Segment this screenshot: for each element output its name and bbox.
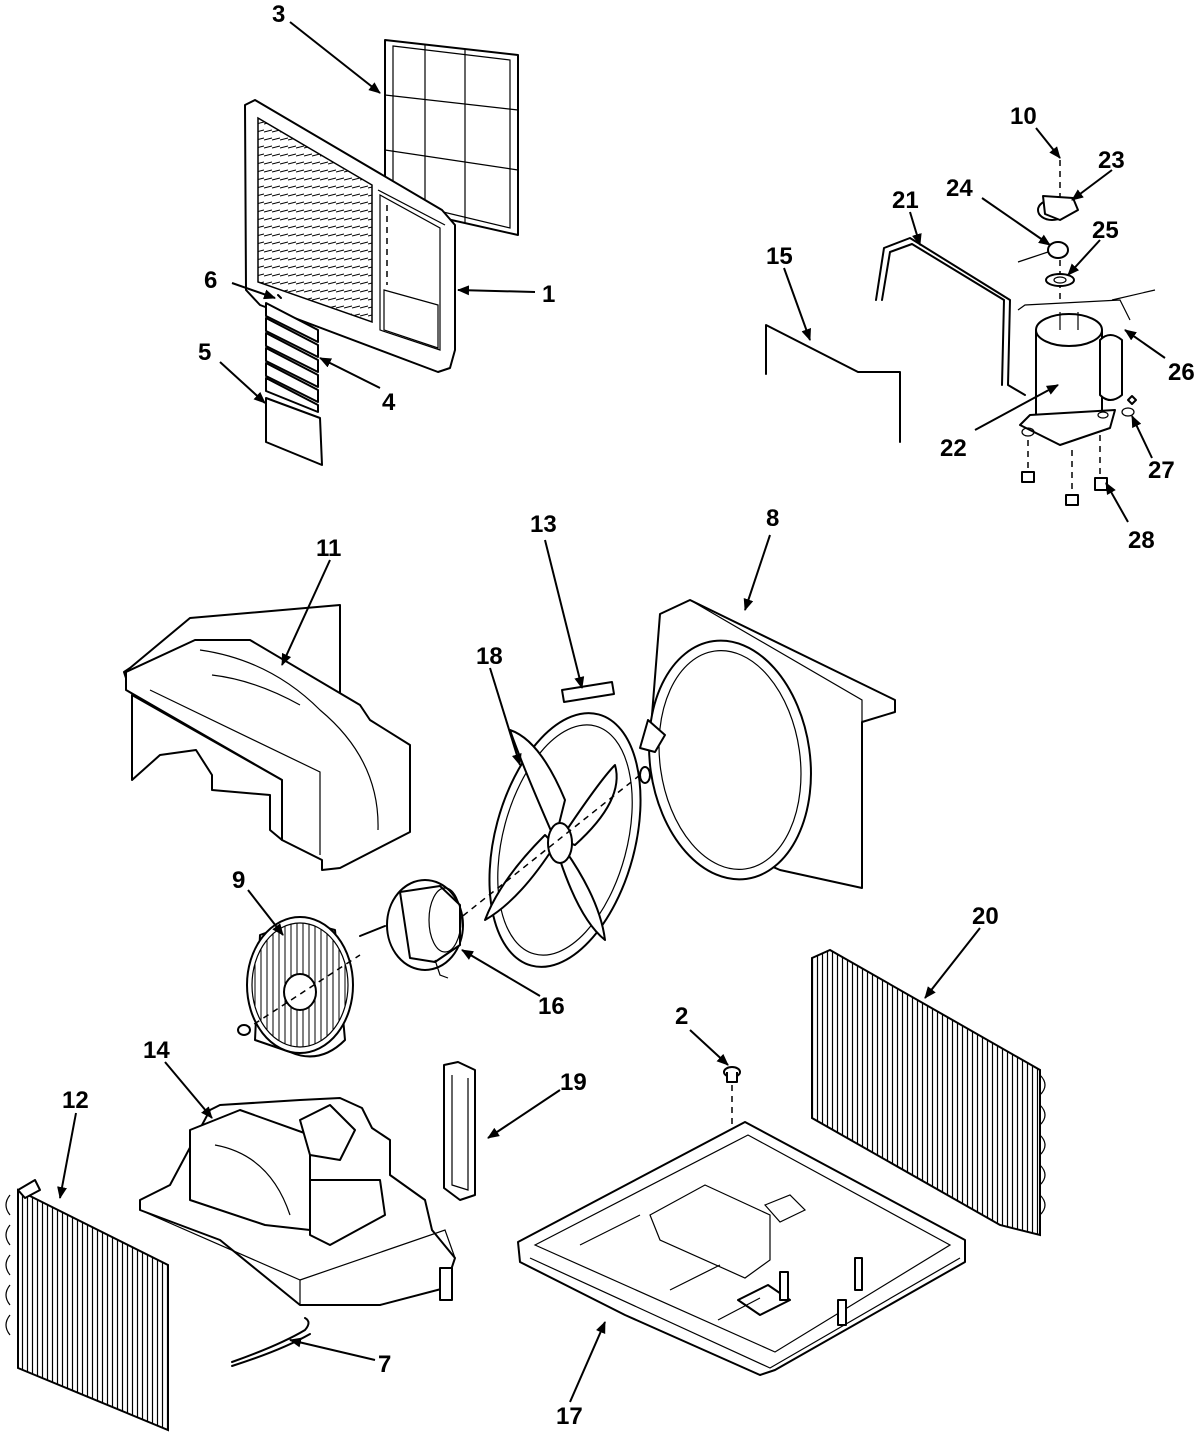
- callout-8: 8: [766, 505, 779, 532]
- evaporator-coil: [5, 1179, 169, 1432]
- side-support-bracket: [443, 1061, 476, 1201]
- callout-13: 13: [530, 511, 557, 538]
- scroll-housing: [123, 604, 411, 871]
- terminal-cover-parts: [1017, 160, 1079, 300]
- callout-25: 25: [1092, 217, 1119, 244]
- base-pan: [517, 1121, 966, 1376]
- front-grille-panel: [244, 99, 456, 373]
- compressor-assembly: [1017, 289, 1156, 506]
- callout-16: 16: [538, 993, 565, 1020]
- leader-lines: [57, 21, 1166, 1403]
- callout-22: 22: [940, 435, 967, 462]
- callout-9: 9: [232, 867, 245, 894]
- callout-3: 3: [272, 1, 285, 28]
- callout-6: 6: [204, 267, 217, 294]
- callout-14: 14: [143, 1037, 170, 1064]
- discharge-tube: [875, 237, 1026, 396]
- callout-5: 5: [198, 339, 211, 366]
- callout-2: 2: [675, 1003, 688, 1030]
- callout-23: 23: [1098, 147, 1125, 174]
- blower-base: [139, 1097, 456, 1306]
- callout-21: 21: [892, 187, 919, 214]
- mounting-bracket: [561, 681, 615, 703]
- callout-20: 20: [972, 903, 999, 930]
- callout-12: 12: [62, 1087, 89, 1114]
- callout-4: 4: [382, 389, 396, 416]
- callout-labels: 3 1 6 5 4 10 23 24 21 25 15 26 22 27 28 …: [62, 1, 1195, 1430]
- fan-motor: [359, 879, 464, 979]
- callout-28: 28: [1128, 527, 1155, 554]
- callout-18: 18: [476, 643, 503, 670]
- condenser-coil: [811, 948, 1046, 1237]
- callout-26: 26: [1168, 359, 1195, 386]
- callout-1: 1: [542, 281, 555, 308]
- callout-19: 19: [560, 1069, 587, 1096]
- louver-assembly: [265, 294, 323, 466]
- callout-11: 11: [316, 535, 341, 562]
- drain-tube: [231, 1317, 311, 1367]
- callout-7: 7: [378, 1351, 391, 1378]
- condenser-fan: [419, 712, 651, 968]
- blower-wheel: [237, 916, 361, 1058]
- callout-10: 10: [1010, 103, 1037, 130]
- callout-17: 17: [556, 1403, 583, 1430]
- fan-shroud: [639, 599, 896, 889]
- callout-15: 15: [766, 243, 793, 270]
- air-filter: [384, 39, 519, 236]
- callout-27: 27: [1148, 457, 1175, 484]
- callout-24: 24: [946, 175, 973, 202]
- partition-bracket: [765, 324, 901, 443]
